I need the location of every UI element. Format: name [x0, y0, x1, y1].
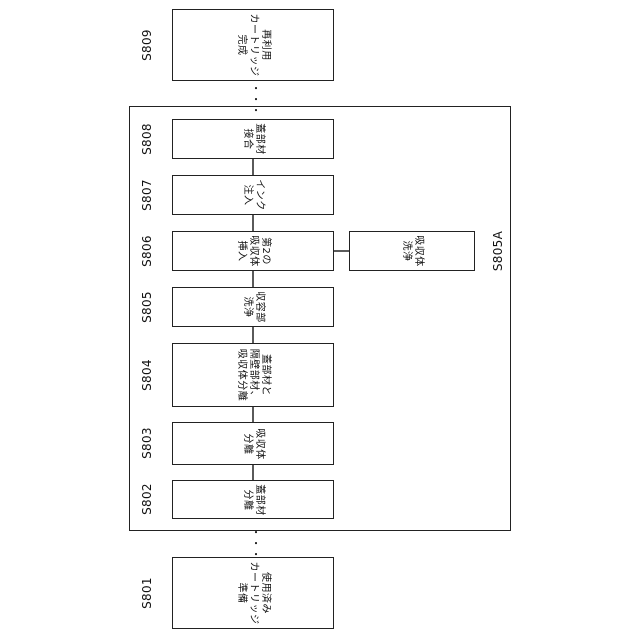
step-box-s807: インク 注入: [172, 175, 334, 215]
step-label-s806: S806: [140, 235, 154, 267]
step-label-s802: S802: [140, 483, 154, 515]
step-text-s802: 蓋部材 分離: [241, 484, 265, 516]
step-box-s802: 蓋部材 分離: [172, 480, 334, 519]
step-label-s805: S805: [140, 291, 154, 323]
step-text-s807: インク 注入: [241, 179, 265, 211]
step-label-s801: S801: [140, 577, 154, 609]
step-text-s804: 蓋部材と 隔壁部材、 吸収体分離: [235, 349, 271, 402]
step-box-s806: 第2の 吸収体 挿入: [172, 231, 334, 271]
step-label-s804: S804: [140, 359, 154, 391]
step-label-s807: S807: [140, 179, 154, 211]
step-box-s801: 使用済み カートリッジ 準備: [172, 557, 334, 629]
step-text-s805: 収容部 洗浄: [241, 291, 265, 323]
step-text-s808: 蓋部材 接合: [241, 123, 265, 155]
step-text-s803: 吸収体 分離: [241, 428, 265, 460]
step-text-s801: 使用済み カートリッジ 準備: [235, 562, 271, 625]
step-label-s803: S803: [140, 427, 154, 459]
continuation-dots-top: ・ ・ ・: [251, 84, 255, 117]
side-text-s805a: 吸収体 洗浄: [400, 235, 424, 267]
continuation-dots-bottom: ・ ・ ・: [251, 528, 255, 561]
step-box-s804: 蓋部材と 隔壁部材、 吸収体分離: [172, 343, 334, 407]
step-label-s808: S808: [140, 123, 154, 155]
step-box-s805: 収容部 洗浄: [172, 287, 334, 327]
step-box-s809: 再利用 カートリッジ 完成: [172, 9, 334, 81]
step-box-s803: 吸収体 分離: [172, 422, 334, 465]
step-text-s806: 第2の 吸収体 挿入: [235, 235, 271, 267]
step-text-s809: 再利用 カートリッジ 完成: [235, 14, 271, 77]
step-label-s809: S809: [140, 29, 154, 61]
side-box-s805a: 吸収体 洗浄: [349, 231, 475, 271]
step-box-s808: 蓋部材 接合: [172, 119, 334, 159]
step-label-s805a: S805A: [491, 231, 505, 271]
